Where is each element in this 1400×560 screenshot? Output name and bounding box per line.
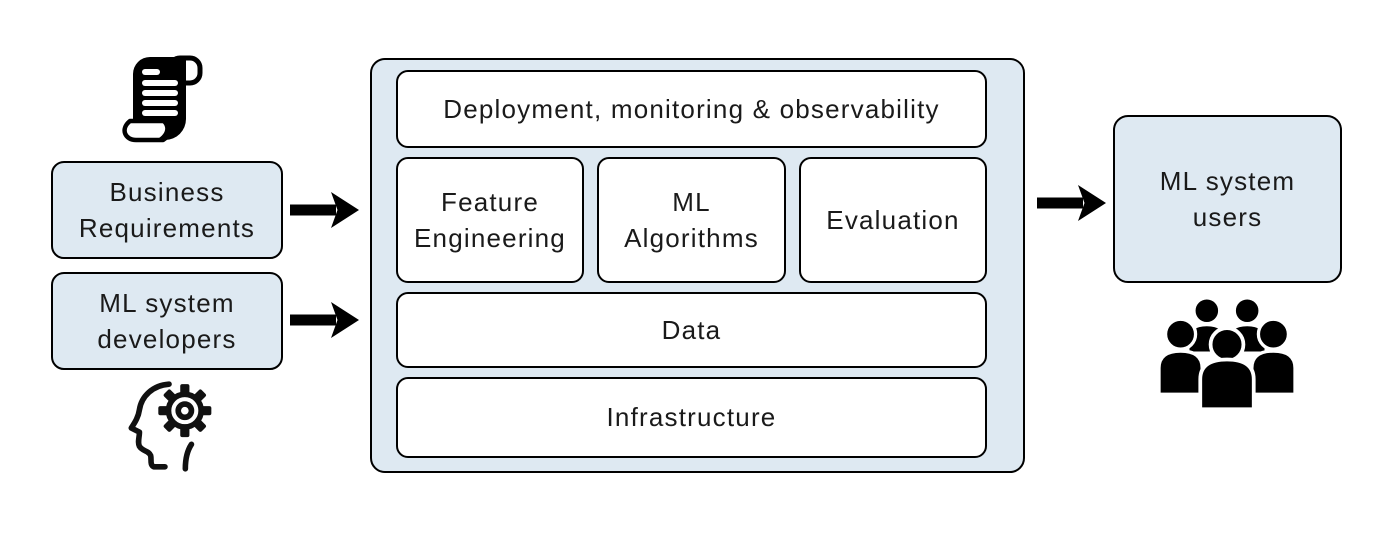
deployment-monitoring-label: Deployment, monitoring & observability <box>443 93 940 124</box>
evaluation-label: Evaluation <box>826 204 960 235</box>
ml-system-developers-node: ML system developers <box>51 272 283 370</box>
ml-system-users-label: ML system users <box>1159 165 1296 232</box>
infrastructure-node: Infrastructure <box>396 377 987 458</box>
arrow-right-icon-developers-to-system <box>290 302 359 338</box>
feature-engineering-label: Feature Engineering <box>414 186 566 253</box>
arrow-right-icon-system-to-users <box>1037 185 1106 221</box>
evaluation-node: Evaluation <box>799 157 987 283</box>
ml-system-users-node: ML system users <box>1113 115 1342 283</box>
feature-engineering-node: Feature Engineering <box>396 157 584 283</box>
ml-system-container: Deployment, monitoring & observability F… <box>370 58 1025 473</box>
deployment-monitoring-node: Deployment, monitoring & observability <box>396 70 987 148</box>
scroll-icon <box>122 55 203 143</box>
infrastructure-label: Infrastructure <box>606 402 777 433</box>
ml-algorithms-label: ML Algorithms <box>624 186 759 253</box>
head-with-gear-icon <box>128 381 212 472</box>
business-requirements-label: Business Requirements <box>78 176 256 243</box>
data-label: Data <box>661 314 722 345</box>
arrow-right-icon-business-to-system <box>290 192 359 228</box>
business-requirements-node: Business Requirements <box>51 161 283 259</box>
ml-algorithms-node: ML Algorithms <box>597 157 786 283</box>
users-group-icon <box>1159 296 1295 412</box>
data-node: Data <box>396 292 987 368</box>
ml-system-developers-label: ML system developers <box>97 287 237 354</box>
